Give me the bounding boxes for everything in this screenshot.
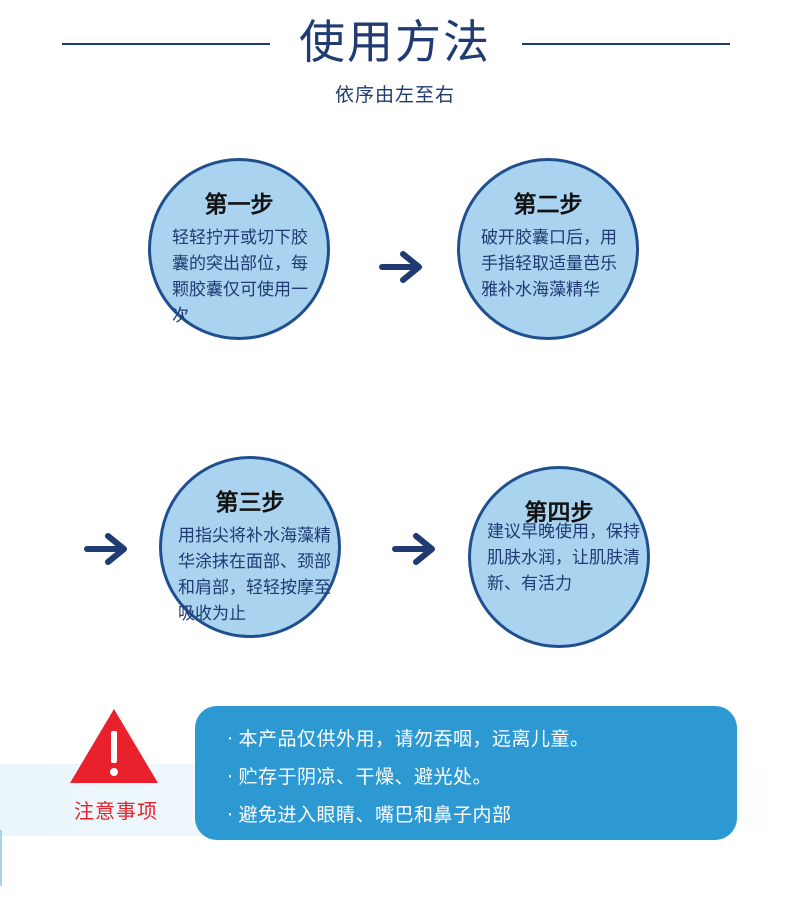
step-3-text: 用指尖将补水海藻精华涂抹在面部、颈部和肩部，轻轻按摩至吸收为止 <box>178 526 331 624</box>
notice-box: ·本产品仅供外用，请勿吞咽，远离儿童。 ·贮存于阴凉、干燥、避光处。 ·避免进入… <box>195 706 737 840</box>
edge-decoration <box>0 830 2 886</box>
step-1-text: 轻轻拧开或切下胶囊的突出部位，每颗胶囊仅可使用一次 <box>172 228 308 326</box>
notice-item: ·避免进入眼睛、嘴巴和鼻子内部 <box>227 796 737 834</box>
right-arrow-icon <box>392 533 435 565</box>
step-3-title: 第三步 <box>215 490 285 516</box>
page-title: 使用方法 <box>299 15 491 69</box>
bullet: · <box>227 804 234 826</box>
bullet: · <box>227 728 234 750</box>
right-arrow-icon <box>84 533 127 565</box>
notice-item-text: 贮存于阴凉、干燥、避光处。 <box>238 766 493 788</box>
step-4-text: 建议早晚使用，保持肌肤水润，让肌肤清新、有活力 <box>487 522 640 594</box>
step-2-circle: 第二步 破开胶囊口后，用手指轻取适量芭乐雅补水海藻精华 <box>457 158 639 340</box>
title-rule-left <box>62 43 270 45</box>
notice-label: 注意事项 <box>74 799 158 823</box>
title-rule-right <box>522 43 730 45</box>
step-1-title: 第一步 <box>204 192 274 218</box>
bullet: · <box>227 766 234 788</box>
notice-item-text: 避免进入眼睛、嘴巴和鼻子内部 <box>238 804 512 826</box>
step-2-title: 第二步 <box>513 192 583 218</box>
step-4-title: 第四步 <box>524 500 594 526</box>
step-2-text: 破开胶囊口后，用手指轻取适量芭乐雅补水海藻精华 <box>481 228 617 300</box>
notice-list: ·本产品仅供外用，请勿吞咽，远离儿童。 ·贮存于阴凉、干燥、避光处。 ·避免进入… <box>195 706 737 834</box>
step-1-circle: 第一步 轻轻拧开或切下胶囊的突出部位，每颗胶囊仅可使用一次 <box>148 158 330 340</box>
notice-item-text: 本产品仅供外用，请勿吞咽，远离儿童。 <box>238 728 590 750</box>
notice-item: ·本产品仅供外用，请勿吞咽，远离儿童。 <box>227 720 737 758</box>
notice-item: ·贮存于阴凉、干燥、避光处。 <box>227 758 737 796</box>
step-3-circle: 第三步 用指尖将补水海藻精华涂抹在面部、颈部和肩部，轻轻按摩至吸收为止 <box>159 456 341 638</box>
step-4-circle: 第四步 建议早晚使用，保持肌肤水润，让肌肤清新、有活力 <box>468 466 650 648</box>
warning-triangle-icon <box>70 709 158 783</box>
page-subtitle: 依序由左至右 <box>334 84 455 106</box>
right-arrow-icon <box>379 251 422 283</box>
